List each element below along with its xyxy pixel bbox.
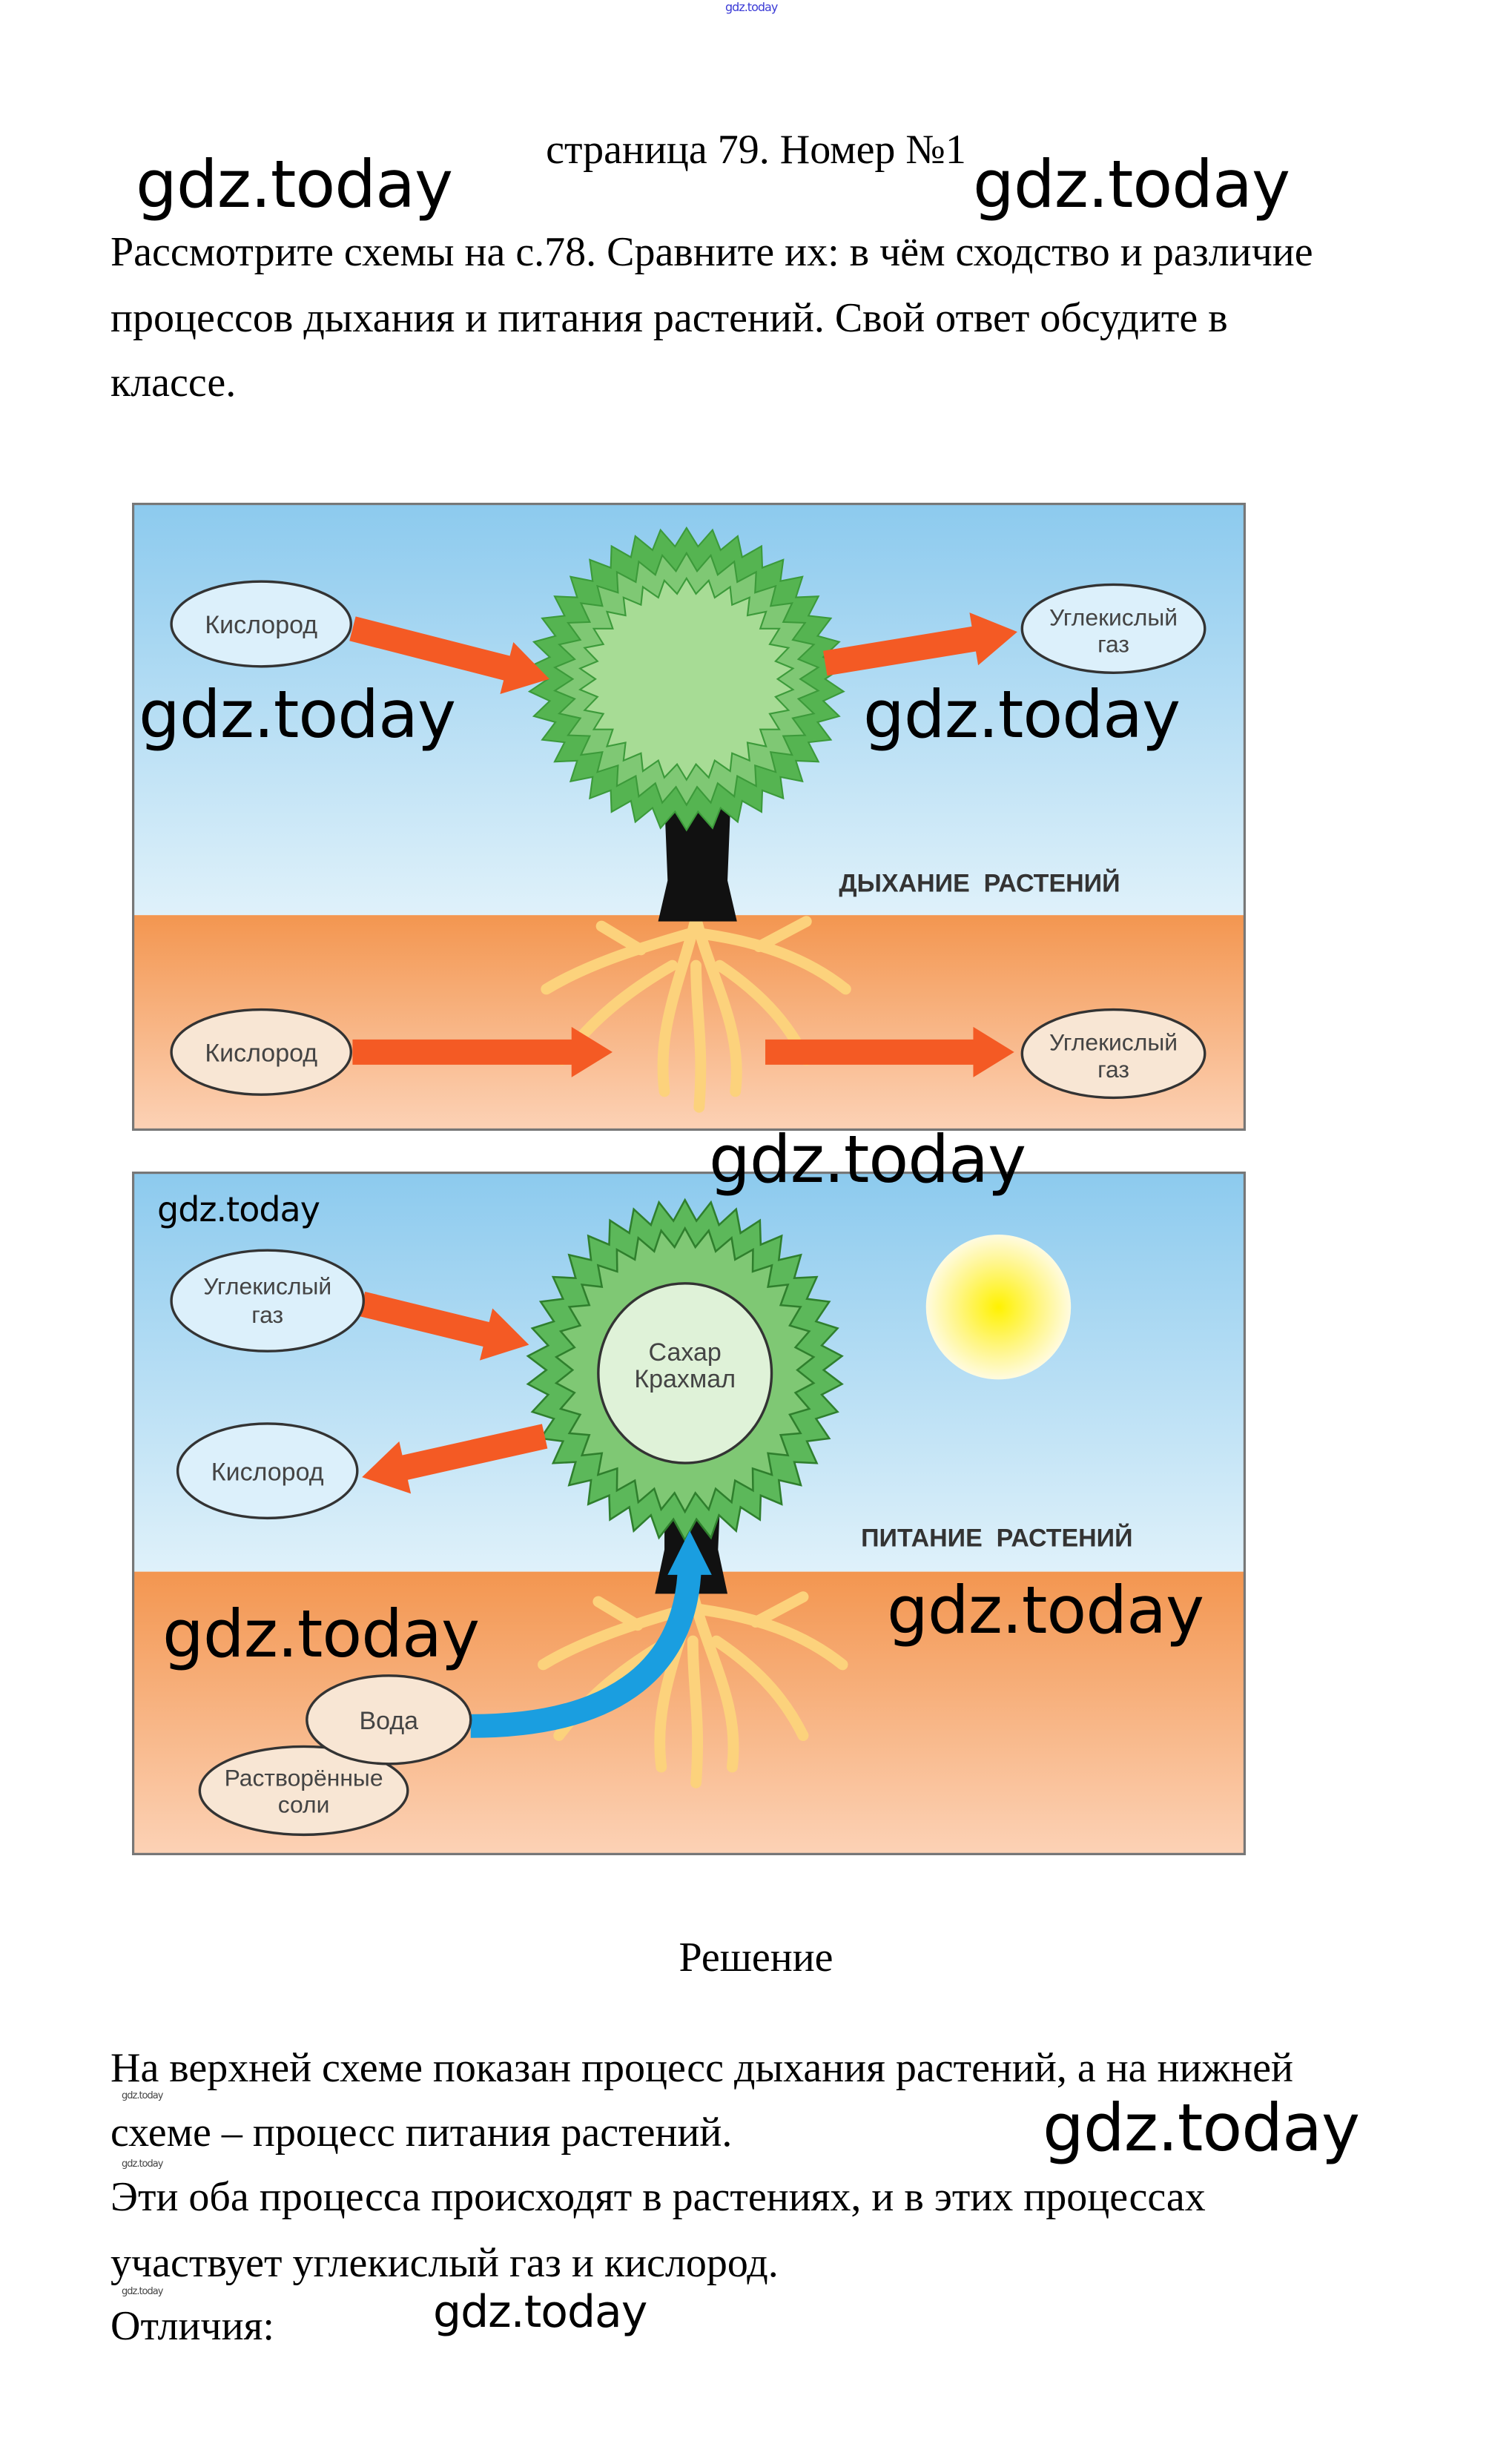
frame xyxy=(132,1172,1246,1855)
watermark: gdz.today xyxy=(887,1572,1204,1648)
water-arrow-head xyxy=(667,1530,712,1575)
root xyxy=(690,912,742,1097)
salts-label-1: Растворённые xyxy=(225,1765,383,1791)
roots xyxy=(541,912,851,1113)
diagram-title: ПИТАНИЕ РАСТЕНИЙ xyxy=(861,1524,1132,1553)
co2-top-label-1: Углекислый xyxy=(1049,604,1178,631)
trunk xyxy=(658,802,737,922)
co2-label-1: Углекислый xyxy=(203,1273,331,1300)
root xyxy=(595,920,647,956)
watermark: gdz.today xyxy=(122,2159,163,2170)
watermark: gdz.today xyxy=(139,676,456,753)
co2-bottom-label-1: Углекислый xyxy=(1049,1029,1178,1056)
arrow-icon xyxy=(359,1291,529,1361)
oxygen-label: Кислород xyxy=(211,1458,324,1486)
root xyxy=(657,912,701,1097)
solution-line: схеме – процесс питания растений. xyxy=(110,2110,733,2156)
water-label: Вода xyxy=(360,1707,419,1735)
sun-icon xyxy=(925,1234,1072,1380)
root xyxy=(698,928,851,995)
root xyxy=(541,928,694,995)
nutrition-diagram: Сахар Крахмал Углекислый газ Кислород Ра… xyxy=(132,1172,1246,1855)
diagram-title: ДЫХАНИЕ РАСТЕНИЙ xyxy=(839,868,1120,897)
co2-label-2: газ xyxy=(251,1301,283,1328)
oxygen-oval: Кислород xyxy=(176,1422,359,1520)
co2-bottom-label-2: газ xyxy=(1097,1056,1129,1083)
co2-oval: Углекислый газ xyxy=(170,1249,365,1352)
arrow-icon xyxy=(349,616,549,694)
task-line: классе. xyxy=(110,360,237,406)
watermark: gdz.today xyxy=(433,2286,647,2338)
root xyxy=(690,959,707,1113)
watermark: gdz.today xyxy=(136,146,453,222)
watermark: gdz.today xyxy=(725,0,778,14)
watermark: gdz.today xyxy=(122,2286,163,2297)
sugar-label: Сахар xyxy=(649,1338,722,1367)
water-arrow xyxy=(470,1565,701,1738)
solution-heading: Решение xyxy=(679,1935,833,1981)
arrow-icon xyxy=(823,612,1017,676)
salts-oval: Растворённые соли xyxy=(198,1745,409,1837)
water-oval: Вода xyxy=(306,1674,472,1766)
watermark: gdz.today xyxy=(863,676,1181,753)
oxygen-top-label: Кислород xyxy=(205,611,317,639)
watermark: gdz.today xyxy=(973,146,1290,222)
task-line: Рассмотрите схемы на с.78. Сравните их: … xyxy=(110,229,1313,275)
root xyxy=(710,1635,809,1741)
solution-line: Эти оба процесса происходят в растениях,… xyxy=(110,2174,1206,2220)
page-title: страница 79. Номер №1 xyxy=(546,127,966,173)
co2-top-oval: Углекислый газ xyxy=(1020,583,1206,674)
frame xyxy=(132,503,1246,1131)
co2-top-label-2: газ xyxy=(1097,631,1129,658)
watermark: gdz.today xyxy=(709,1121,1026,1198)
root xyxy=(750,1591,809,1628)
solution-line: На верхней схеме показан процесс дыхания… xyxy=(110,2045,1293,2091)
oxygen-bottom-oval: Кислород xyxy=(170,1008,353,1096)
watermark: gdz.today xyxy=(122,2090,163,2101)
root xyxy=(687,1635,704,1788)
root xyxy=(538,1604,691,1671)
task-line: процессов дыхания и питания растений. Св… xyxy=(110,295,1228,341)
crown-inner xyxy=(578,576,795,782)
respiration-diagram: Кислород Углекислый газ Кислород Углекис… xyxy=(132,503,1246,1131)
root xyxy=(687,1588,739,1773)
oxygen-bottom-label: Кислород xyxy=(205,1040,317,1068)
root xyxy=(753,916,812,953)
oxygen-top-oval: Кислород xyxy=(170,580,353,668)
co2-bottom-oval: Углекислый газ xyxy=(1020,1008,1206,1100)
watermark: gdz.today xyxy=(162,1596,480,1672)
crown xyxy=(527,526,845,832)
watermark: gdz.today xyxy=(157,1189,320,1229)
root xyxy=(592,1596,644,1631)
solution-line: участвует углекислый газ и кислород. xyxy=(110,2240,779,2286)
solution-line: Отличия: xyxy=(110,2303,274,2349)
sugar-starch-circle: Сахар Крахмал xyxy=(597,1282,773,1464)
starch-label: Крахмал xyxy=(634,1365,736,1393)
salts-label-2: соли xyxy=(278,1791,330,1818)
arrow-icon xyxy=(362,1424,548,1494)
root xyxy=(695,1604,848,1671)
watermark: gdz.today xyxy=(1043,2090,1360,2166)
